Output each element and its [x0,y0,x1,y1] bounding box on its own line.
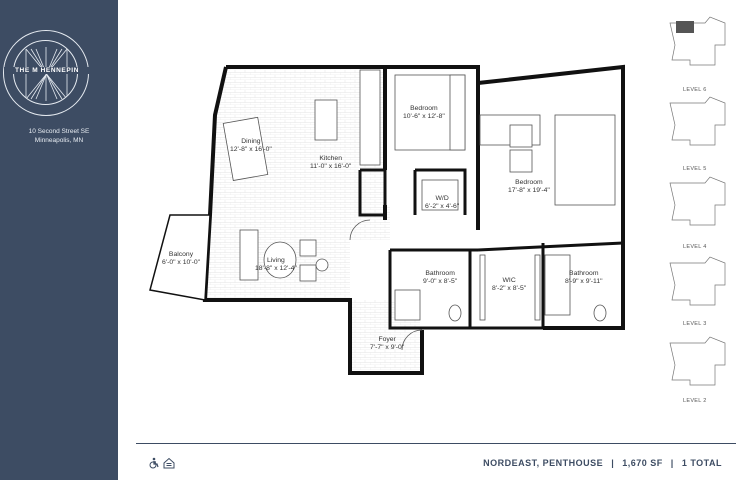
room-bathroom-1: Bathroom 9'-0" x 8'-5" [423,270,457,286]
accessible-icon [148,456,160,469]
separator-1: | [611,458,615,468]
room-wic: WIC 8'-2" x 8'-5" [492,277,526,293]
unit-highlight [676,21,694,33]
footer-divider [136,443,736,444]
room-wd: W/D 6'-2" x 4'-6" [425,195,459,211]
brand-sidebar: THE M HENNEPIN 10 Second Street SE Minne… [0,0,118,480]
room-dining-dims: 12'-8" x 16'-0" [230,146,272,153]
room-foyer: Foyer 7'-7" x 9'-0" [370,336,404,352]
room-dining-name: Dining [241,138,261,145]
room-wd-dims: 6'-2" x 4'-6" [425,203,460,210]
room-wic-dims: 8'-2" x 8'-5" [492,285,527,292]
floor-plan-drawing [149,64,625,375]
room-bedroom-2-dims: 17'-8" x 19'-4" [508,187,550,194]
room-bathroom-2-dims: 8'-9" x 9'-11" [565,278,603,285]
room-balcony-name: Balcony [168,251,194,258]
room-kitchen: Kitchen 11'-0" x 16'-0" [310,155,351,171]
level-label-4: LEVEL 4 [683,244,707,250]
room-living-dims: 18'-8" x 12'-4" [255,265,297,272]
room-foyer-dims: 7'-7" x 9'-0" [370,344,405,351]
room-bathroom-2-name: Bathroom [569,270,599,277]
address-line2: Minneapolis, MN [34,137,84,144]
room-wd-name: W/D [435,195,449,202]
room-bedroom-2-name: Bedroom [515,179,543,186]
separator-2: | [670,458,674,468]
room-living-name: Living [267,257,285,264]
level-label-3: LEVEL 3 [683,321,707,327]
room-balcony-dims: 6'-0" x 10'-0" [162,259,201,266]
level-label-5: LEVEL 5 [683,166,707,172]
floor-plan: Dining 12'-8" x 16'-0" Kitchen 11'-0" x … [140,55,640,385]
room-bathroom-2: Bathroom 8'-9" x 9'-11" [565,270,603,286]
room-balcony: Balcony 6'-0" x 10'-0" [162,251,200,267]
unit-name: NORDEAST, PENTHOUSE [483,458,604,468]
room-dining: Dining 12'-8" x 16'-0" [230,138,272,154]
equal-housing-icon [163,456,175,469]
level-label-6: LEVEL 6 [683,87,707,93]
room-bedroom-1-name: Bedroom [410,105,438,112]
room-bedroom-1: Bedroom 10'-6" x 12'-8" [403,105,445,121]
level-label-2: LEVEL 2 [683,398,707,404]
unit-summary: NORDEAST, PENTHOUSE | 1,670 SF | 1 TOTAL [483,458,722,468]
room-kitchen-dims: 11'-0" x 16'-0" [310,163,352,170]
room-bedroom-2: Bedroom 17'-8" x 19'-4" [508,179,550,195]
unit-area: 1,670 SF [622,458,663,468]
level-key-plans: LEVEL 6 LEVEL 5 LEVEL 4 LEVEL 3 LEVEL 2 [660,15,735,405]
unit-count: 1 TOTAL [681,458,722,468]
room-living: Living 18'-8" x 12'-4" [255,257,297,273]
brand-logo: THE M HENNEPIN [3,30,90,116]
address-line1: 10 Second Street SE [28,128,90,135]
level-key-plan-drawings [669,16,726,386]
logo-wordmark: THE M HENNEPIN [4,67,90,74]
room-wic-name: WIC [502,277,516,284]
room-bedroom-1-dims: 10'-6" x 12'-8" [403,113,445,120]
room-bathroom-1-dims: 9'-0" x 8'-5" [423,278,458,285]
room-kitchen-name: Kitchen [319,155,342,162]
room-bathroom-1-name: Bathroom [425,270,455,277]
room-foyer-name: Foyer [378,336,396,343]
